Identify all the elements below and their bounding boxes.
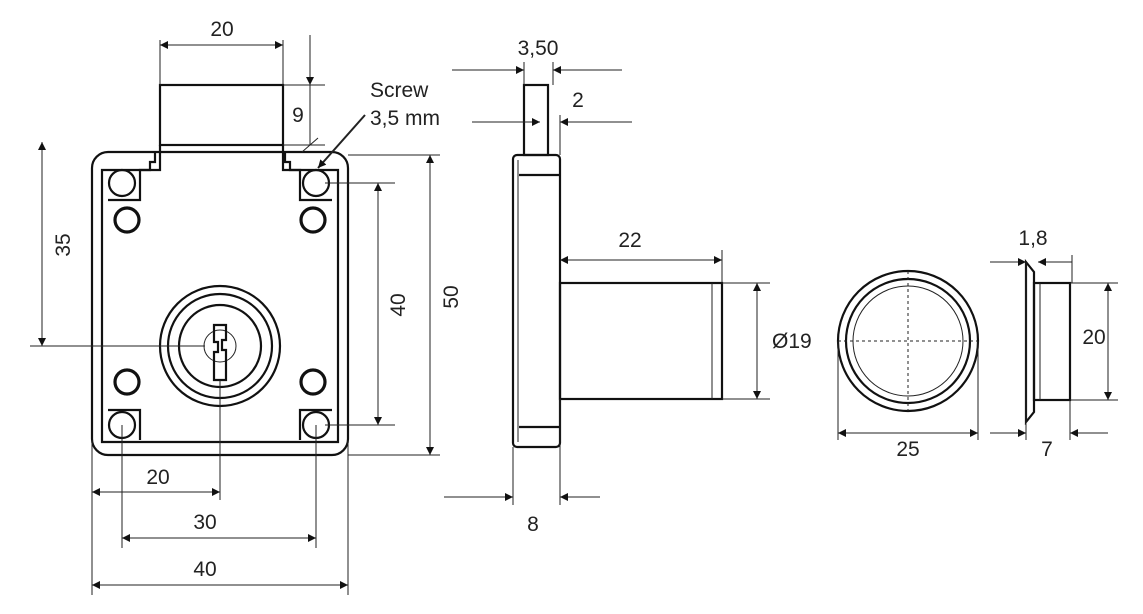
dim-hole-spacing-vertical: 40: [387, 293, 410, 316]
dim-key-offset: 20: [146, 466, 169, 489]
side-view-lock: [511, 83, 724, 449]
dim-bolt-thickness: 3,50: [518, 37, 559, 60]
dim-outer-diameter: 25: [896, 438, 919, 461]
dim-bolt-width: 20: [210, 18, 233, 41]
cup-side-view: [990, 255, 1118, 440]
dim-flange-thickness: 1,8: [1018, 227, 1047, 250]
dim-cylinder-diameter: Ø19: [772, 330, 812, 353]
front-view-lock-body: [90, 83, 350, 457]
front-view-dimensions: [30, 35, 440, 595]
dim-inner-diameter: 20: [1082, 326, 1105, 349]
side-view-dimensions: [444, 62, 770, 505]
cup-front-view: [836, 269, 980, 440]
dim-depth: 7: [1041, 438, 1053, 461]
dim-key-height: 35: [52, 233, 75, 256]
dim-hole-spacing-horizontal: 30: [193, 511, 216, 534]
dim-cylinder-length: 22: [618, 229, 641, 252]
dim-body-height: 50: [440, 285, 463, 308]
dim-bolt-offset: 2: [572, 89, 584, 112]
dim-bolt-height: 9: [292, 104, 304, 127]
dim-body-width: 40: [193, 558, 216, 581]
dim-plate-thickness: 8: [527, 513, 539, 536]
screw-label: Screw: [370, 79, 429, 102]
screw-size: 3,5 mm: [370, 107, 440, 130]
